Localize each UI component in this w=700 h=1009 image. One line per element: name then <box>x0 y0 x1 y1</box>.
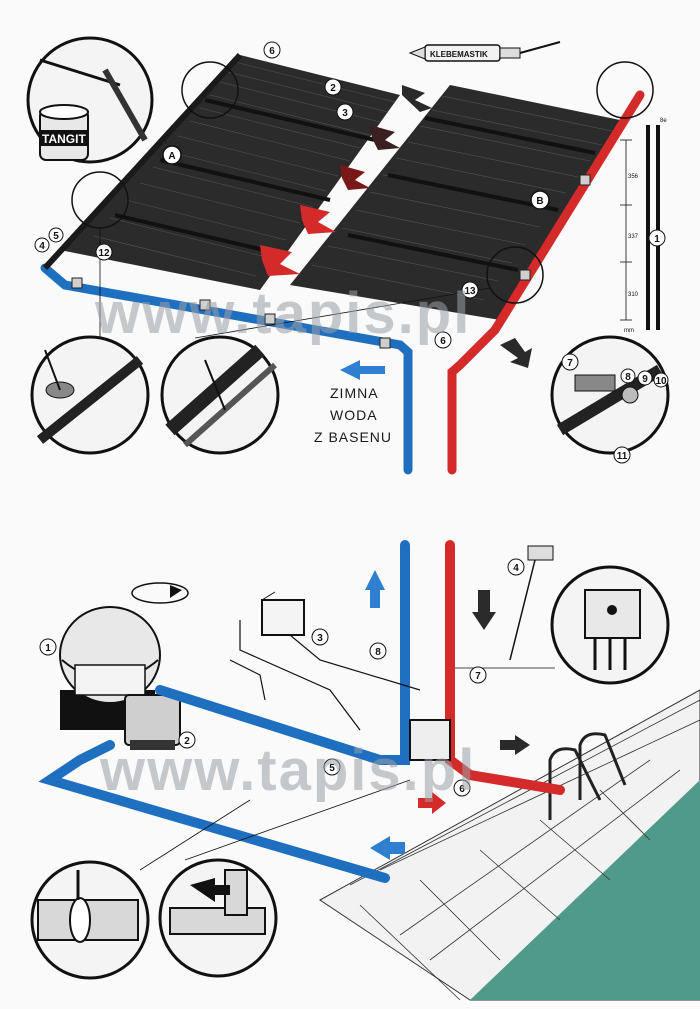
pool-ladder <box>548 732 627 820</box>
callout-6b: 6 <box>434 331 452 349</box>
dimension-scale: 356 337 310 8e mm <box>620 118 667 334</box>
dimension-width: 8e <box>660 118 667 124</box>
panel-label-a: A <box>162 145 182 165</box>
svg-text:3: 3 <box>317 633 323 644</box>
callout-b5: 5 <box>323 758 341 776</box>
hot-outflow-arrow <box>500 338 532 368</box>
hot-water-pipe-top <box>447 90 645 475</box>
callout-1: 1 <box>648 229 666 247</box>
detail-circle-clip-d <box>596 61 654 119</box>
upflow-arrow-blue <box>365 570 385 608</box>
watermark-bottom: www.tapis.pl <box>99 738 476 803</box>
svg-text:5: 5 <box>329 763 335 774</box>
svg-text:2: 2 <box>184 736 190 747</box>
solar-panel-a <box>60 55 400 290</box>
detail-circle-glue: TANGIT <box>26 36 154 164</box>
cold-water-pipe-bottom <box>38 540 410 883</box>
detail-circle-clip-c <box>486 246 544 304</box>
svg-text:5: 5 <box>53 231 59 242</box>
svg-text:10: 10 <box>655 376 667 387</box>
detail-circle-clip-a <box>181 61 239 119</box>
dimension-unit: mm <box>624 328 634 334</box>
detail-circle-connector <box>158 858 278 978</box>
cold-water-pipe-top <box>40 263 413 475</box>
watermark-top: www.tapis.pl <box>94 281 471 346</box>
dimension-segment-3: 310 <box>628 292 639 298</box>
svg-text:3: 3 <box>342 108 348 119</box>
svg-text:6: 6 <box>440 336 446 347</box>
callout-b1: 1 <box>39 638 57 656</box>
sealant-tube-icon: KLEBEMASTIK <box>408 41 561 62</box>
detail-circle-pipe-clamp <box>30 860 150 980</box>
flow-arrows-top <box>260 85 432 276</box>
glue-can-label: TANGIT <box>42 132 86 146</box>
callout-6a: 6 <box>263 41 281 59</box>
svg-text:2: 2 <box>330 83 336 94</box>
cold-water-label-line1: ZIMNA <box>330 385 379 401</box>
callout-5: 5 <box>48 227 64 243</box>
callouts-bottom: 1 2 3 4 5 6 7 8 <box>39 558 525 797</box>
callout-b2: 2 <box>178 731 196 749</box>
detail-circle-valve <box>550 335 670 455</box>
dimension-segment-2: 337 <box>628 234 639 240</box>
three-way-valve <box>409 719 451 761</box>
svg-text:6: 6 <box>459 784 465 795</box>
sealant-tube-label: KLEBEMASTIK <box>430 50 488 59</box>
cold-water-label-line2: WODA <box>330 407 378 423</box>
callout-12: 12 <box>95 243 113 261</box>
svg-text:7: 7 <box>567 358 573 369</box>
callout-4: 4 <box>34 237 50 253</box>
callout-11: 11 <box>613 446 631 464</box>
callout-13: 13 <box>461 281 479 299</box>
callouts-top: 6 2 3 4 5 12 13 6 1 7 8 9 10 11 A B <box>34 41 669 464</box>
svg-text:1: 1 <box>45 643 51 654</box>
svg-text:9: 9 <box>642 374 648 385</box>
outflow-arrow-red <box>418 792 446 814</box>
callout-7: 7 <box>561 353 579 371</box>
callout-9: 9 <box>637 370 653 386</box>
pump <box>124 694 181 750</box>
svg-text:11: 11 <box>617 451 628 462</box>
detail-circle-controller <box>550 565 670 685</box>
svg-text:4: 4 <box>39 241 45 252</box>
callout-b4: 4 <box>507 558 525 576</box>
callout-b7: 7 <box>469 666 487 684</box>
svg-text:8: 8 <box>375 647 381 658</box>
callout-b6: 6 <box>453 779 471 797</box>
callout-b8: 8 <box>369 642 387 660</box>
cold-water-arrow <box>340 360 385 380</box>
temperature-sensor <box>509 545 554 661</box>
svg-text:6: 6 <box>269 46 275 57</box>
panel-label-b: B <box>530 190 550 210</box>
callout-8: 8 <box>620 368 636 384</box>
dimension-segment-1: 356 <box>628 174 639 180</box>
svg-text:4: 4 <box>513 563 519 574</box>
rotation-arrow-icon <box>131 582 189 604</box>
control-box-small <box>261 591 305 636</box>
callout-b3: 3 <box>311 628 329 646</box>
inflow-arrow-blue <box>370 836 405 860</box>
svg-text:13: 13 <box>464 286 476 297</box>
svg-text:7: 7 <box>475 671 481 682</box>
detail-circle-strap <box>160 335 280 455</box>
cold-water-label-line3: Z BASENU <box>314 429 392 445</box>
svg-text:1: 1 <box>654 234 660 245</box>
callout-3: 3 <box>336 103 354 121</box>
callout-2: 2 <box>324 78 342 96</box>
svg-text:A: A <box>168 151 175 162</box>
hot-water-pipe-bottom <box>445 540 565 795</box>
downflow-arrow-dark <box>472 590 496 630</box>
detail-circle-mount <box>30 335 150 455</box>
svg-text:12: 12 <box>98 248 110 259</box>
callout-10: 10 <box>653 372 669 388</box>
svg-text:8: 8 <box>625 372 631 383</box>
outflow-arrow-dark <box>500 735 530 755</box>
svg-text:B: B <box>536 196 543 207</box>
pool-deck <box>319 689 700 1001</box>
